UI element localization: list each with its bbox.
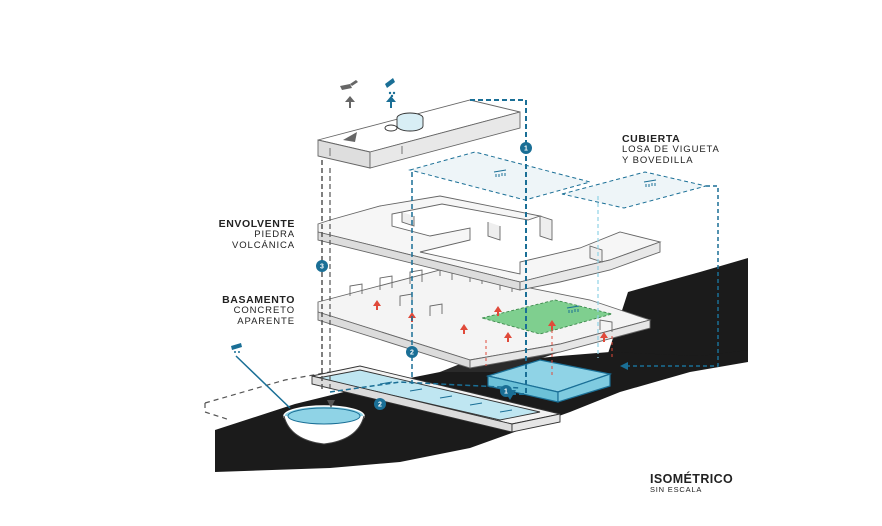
fixtures <box>231 78 396 409</box>
shower-head-icon <box>231 343 242 353</box>
label-isometrico-subtitle: SIN ESCALA <box>650 485 703 495</box>
shower-icon <box>493 169 657 187</box>
site-outline-left <box>204 403 231 421</box>
red-pipe <box>485 330 613 376</box>
svg-text:1: 1 <box>504 389 508 396</box>
water-tank-block <box>317 99 521 169</box>
label-envolvente-line2: VOLCÁNICA <box>231 239 295 251</box>
red-arrow-icon <box>504 332 512 342</box>
pipe-roof-side-arrow <box>620 362 628 370</box>
cubierta-layer <box>317 99 707 209</box>
green-area <box>480 299 614 335</box>
terrain-right-slope <box>600 258 748 378</box>
envolvente-inner-walls <box>401 212 603 263</box>
red-arrow-icon <box>600 332 608 342</box>
roof-panel-side <box>561 171 707 209</box>
faucet-icon <box>340 80 358 90</box>
up-arrow-icon <box>345 96 355 108</box>
flow-marker-3: 3 <box>316 260 328 272</box>
red-arrow-icon <box>460 324 468 334</box>
svg-text:2: 2 <box>410 350 414 357</box>
label-basamento-line1: CONCRETO <box>233 305 295 317</box>
drainage-channel <box>311 365 561 433</box>
svg-text:2: 2 <box>378 402 382 409</box>
label-basamento-title: BASAMENTO <box>222 294 295 306</box>
flow-marker-1: 1 <box>500 385 512 397</box>
pipe-roof-side <box>624 185 719 367</box>
roof-panel-main <box>408 151 592 201</box>
up-arrow-icon <box>386 96 396 108</box>
label-basamento-line2: APARENTE <box>237 315 295 327</box>
envolvente-layer <box>317 195 662 291</box>
flow-marker-2: 2 <box>374 398 386 410</box>
label-cubierta-title: CUBIERTA <box>622 133 681 145</box>
label-isometrico: ISOMÉTRICO SIN ESCALA <box>650 472 733 495</box>
basamento-side <box>469 319 651 369</box>
label-isometrico-title: ISOMÉTRICO <box>650 472 734 486</box>
svg-text:1: 1 <box>524 146 528 153</box>
basamento-layer <box>317 265 652 369</box>
envolvente-walls-side <box>519 241 661 291</box>
rainwater-well <box>283 405 365 445</box>
red-arrow-icon <box>494 306 502 316</box>
label-cubierta: CUBIERTA LOSA DE VIGUETA Y BOVEDILLA <box>622 133 720 167</box>
flow-marker-2: 2 <box>406 346 418 358</box>
label-envolvente-title: ENVOLVENTE <box>218 218 295 230</box>
flow-marker-1: 1 <box>520 142 532 154</box>
flow-markers: 1 1 2 2 3 <box>316 142 532 410</box>
down-arrow-icon <box>327 400 335 408</box>
label-envolvente: ENVOLVENTE PIEDRA VOLCÁNICA <box>170 218 295 252</box>
arrow-icon <box>343 132 357 142</box>
label-envolvente-line1: PIEDRA <box>254 229 295 241</box>
pipe-diagonal <box>235 355 291 409</box>
shower-head-icon <box>385 78 396 98</box>
pipe-1 <box>470 99 527 395</box>
red-arrow-icon <box>373 300 381 310</box>
red-arrow-icon <box>548 320 556 330</box>
cistern <box>485 359 613 403</box>
svg-text:3: 3 <box>320 264 324 271</box>
label-cubierta-line2: Y BOVEDILLA <box>622 154 694 166</box>
label-basamento: BASAMENTO CONCRETO APARENTE <box>170 294 295 328</box>
label-cubierta-line1: LOSA DE VIGUETA <box>622 144 720 156</box>
site-outline <box>204 371 331 404</box>
shower-icon <box>566 305 580 313</box>
